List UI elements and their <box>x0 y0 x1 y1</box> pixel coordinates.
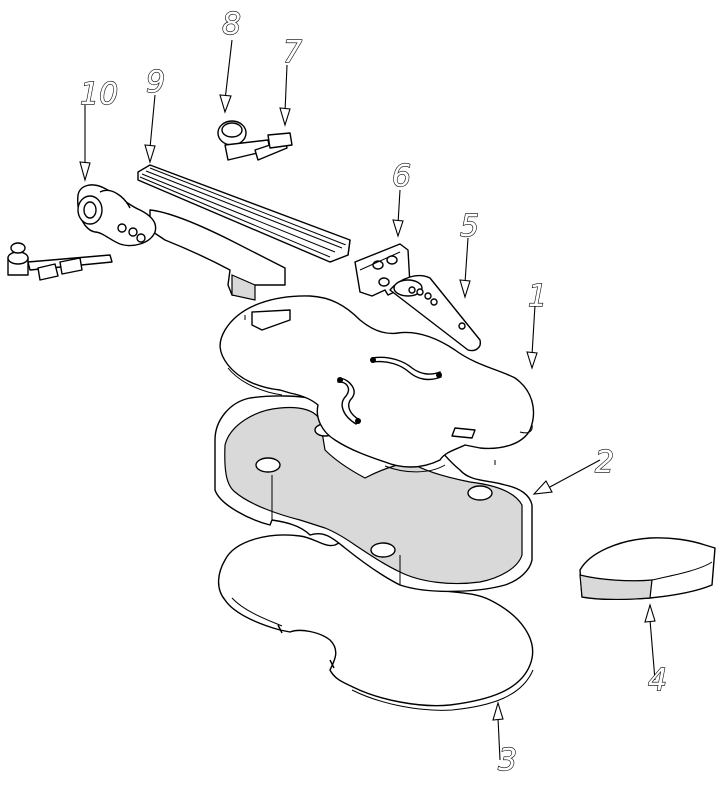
callout-1: 1 <box>528 279 547 314</box>
callout-9: 9 <box>146 65 165 100</box>
callout-8: 8 <box>222 7 241 42</box>
callout-5: 5 <box>460 209 479 244</box>
callout-7: 7 <box>283 35 302 70</box>
callout-10: 10 <box>80 77 118 112</box>
arrow-6 <box>397 189 401 225</box>
chin-rest <box>579 537 716 601</box>
neck-scroll <box>77 184 286 301</box>
arrow-2 <box>547 459 601 489</box>
callout-labels: 8 7 9 10 6 5 1 2 4 3 <box>79 6 667 778</box>
arrow-7 <box>284 64 288 113</box>
callout-2: 2 <box>595 445 614 480</box>
arrow-8 <box>224 39 233 101</box>
tuning-peg-left <box>7 242 113 281</box>
arrow-5 <box>464 237 469 284</box>
callout-6: 6 <box>392 159 411 194</box>
callout-3: 3 <box>498 743 517 778</box>
callout-4: 4 <box>648 663 667 698</box>
top-plate <box>219 295 535 473</box>
fingerboard <box>137 164 351 263</box>
arrow-9 <box>149 94 156 149</box>
screw-pin <box>254 132 293 161</box>
tailpiece <box>389 274 482 352</box>
arrow-1 <box>531 304 536 356</box>
rib-frame <box>214 395 533 593</box>
arrow-4 <box>649 619 656 681</box>
callout-arrows <box>79 39 656 761</box>
arrow-3 <box>497 717 501 761</box>
